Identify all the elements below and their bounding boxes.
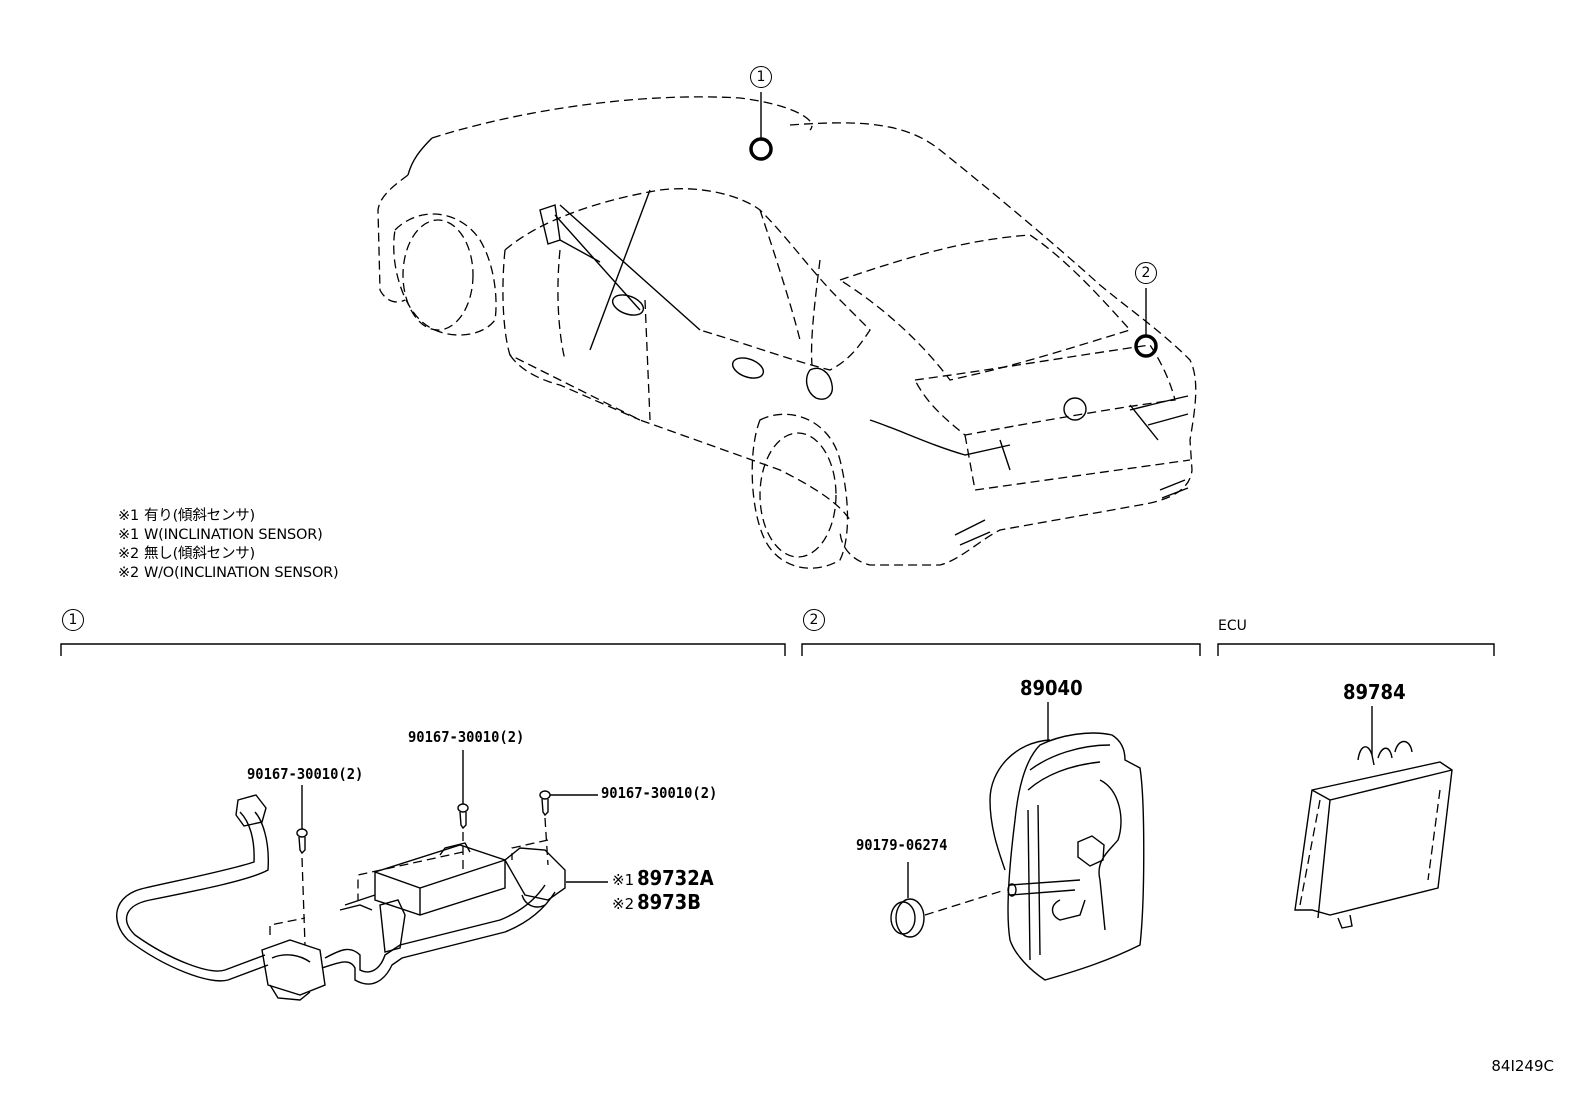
part-number-90179-06274[interactable]: 90179-06274	[856, 836, 948, 854]
part-number-screw-right[interactable]: 90167-30010(2)	[601, 784, 718, 802]
nut-icon	[890, 898, 925, 938]
note-text: 無し(傾斜センサ)	[143, 546, 255, 562]
note-mark: ※1	[118, 527, 139, 543]
note-mark: ※2	[118, 546, 139, 562]
part-number-screw-left[interactable]: 90167-30010(2)	[247, 765, 364, 783]
note-mark: ※2	[118, 565, 139, 581]
screw-icon	[539, 790, 551, 817]
part-number-89040[interactable]: 89040	[1020, 676, 1083, 700]
part-number-89784[interactable]: 89784	[1343, 680, 1406, 704]
section-brackets	[60, 643, 1495, 656]
location-marker-2: 2	[1135, 262, 1157, 284]
part-number-text: 89732A	[637, 866, 714, 890]
actuator-illustration	[890, 702, 1145, 981]
sensor-harness-illustration	[116, 750, 608, 1001]
note-text: W(INCLINATION SENSOR)	[143, 527, 323, 543]
part-number-screw-middle[interactable]: 90167-30010(2)	[408, 728, 525, 746]
note-mark: ※1	[612, 871, 635, 889]
ecu-illustration	[1294, 706, 1453, 929]
note-text: W/O(INCLINATION SENSOR)	[143, 565, 339, 581]
car-illustration	[377, 92, 1197, 569]
screw-icon	[296, 828, 308, 855]
location-marker-1: 1	[750, 66, 772, 88]
screw-icon	[457, 803, 469, 830]
note-text: 有り(傾斜センサ)	[143, 508, 255, 524]
note-mark: ※2	[612, 895, 635, 913]
note-mark: ※1	[118, 508, 139, 524]
illustration-code: 84I249C	[1491, 1057, 1554, 1075]
section-1-label: 1	[62, 609, 84, 631]
part-number-text: 8973B	[637, 890, 701, 914]
section-ecu-label: ECU	[1218, 618, 1247, 634]
section-2-label: 2	[803, 609, 825, 631]
